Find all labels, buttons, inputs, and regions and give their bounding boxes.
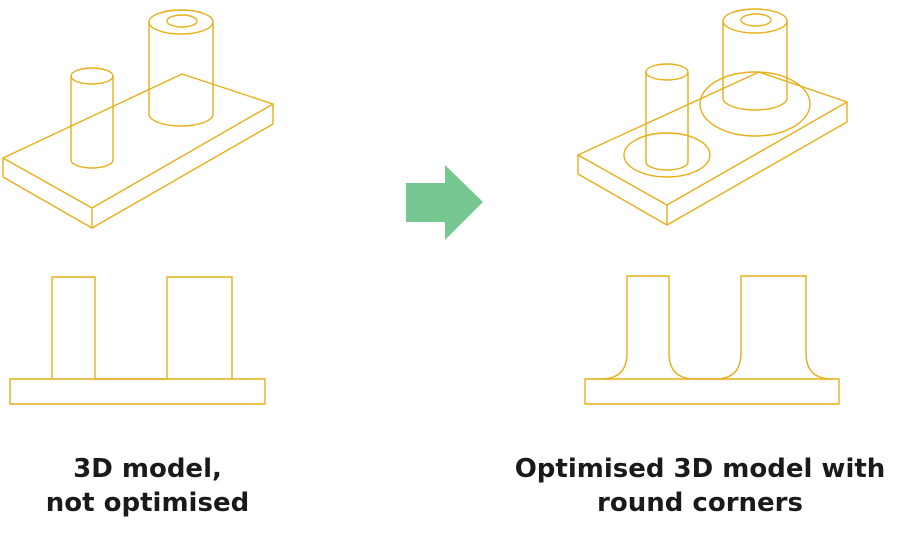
left-caption-line1: 3D model, bbox=[73, 454, 222, 484]
left-caption-line2: not optimised bbox=[45, 488, 250, 518]
left-large-pillar-hole bbox=[166, 14, 198, 28]
left-small-pillar bbox=[70, 75, 114, 169]
right-large-fillet bbox=[699, 71, 811, 137]
right-large-pillar-top bbox=[722, 8, 788, 34]
right-isometric-model bbox=[577, 8, 848, 226]
right-small-pillar-top bbox=[645, 63, 689, 81]
left-profile-outline bbox=[9, 276, 266, 405]
right-side-profile bbox=[584, 275, 840, 405]
right-caption: Optimised 3D model with round corners bbox=[500, 452, 900, 520]
right-small-fillet bbox=[623, 132, 711, 178]
right-profile-outline bbox=[584, 275, 840, 405]
right-large-pillar bbox=[722, 20, 788, 111]
left-small-pillar-top bbox=[70, 67, 114, 85]
left-plate-top bbox=[2, 73, 274, 209]
right-small-pillar bbox=[645, 71, 689, 171]
left-isometric-model bbox=[2, 9, 274, 229]
right-large-pillar-hole bbox=[740, 13, 772, 27]
left-side-profile bbox=[9, 276, 266, 405]
left-large-pillar bbox=[148, 21, 214, 127]
left-caption: 3D model, not optimised bbox=[20, 452, 275, 520]
right-caption-line1: Optimised 3D model with bbox=[514, 454, 886, 484]
left-plate-edge bbox=[2, 103, 274, 229]
left-large-pillar-top bbox=[148, 9, 214, 35]
right-caption-line2: round corners bbox=[597, 488, 803, 518]
right-arrow-icon bbox=[406, 165, 483, 240]
right-plate-edge bbox=[577, 101, 848, 226]
